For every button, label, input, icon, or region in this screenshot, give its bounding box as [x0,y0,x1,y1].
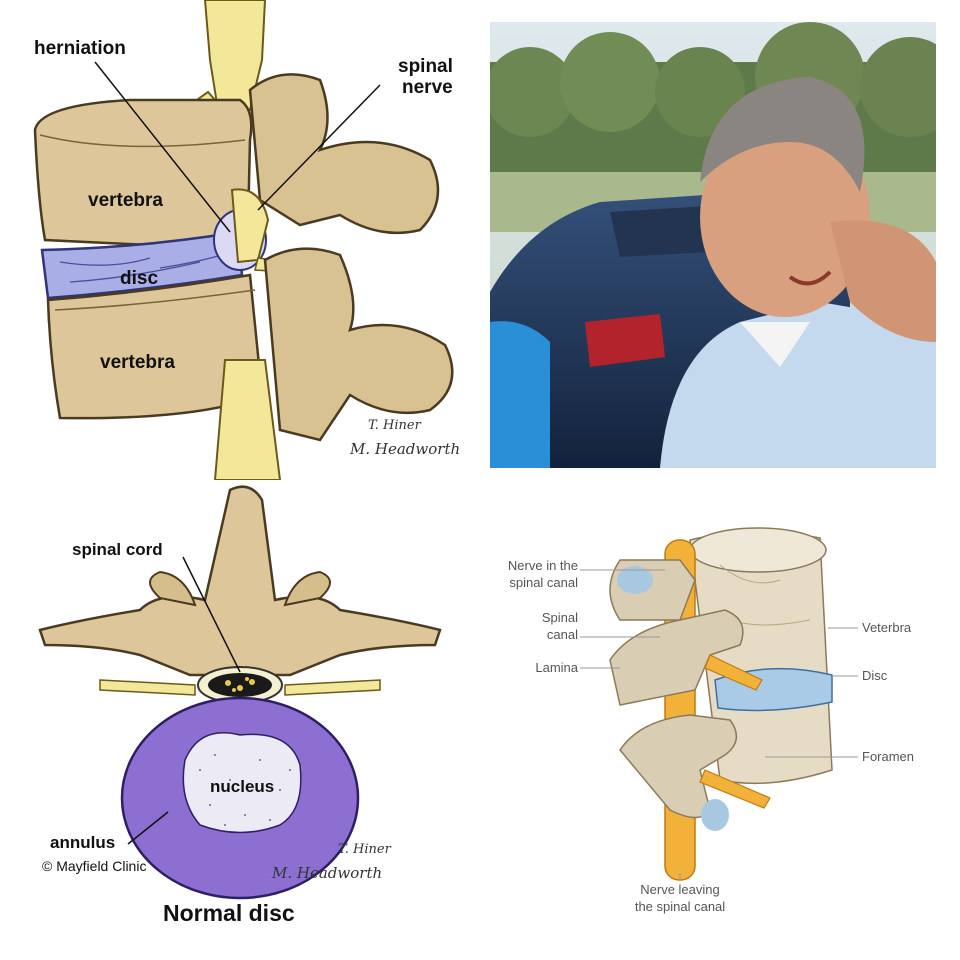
veterbra-label: Veterbra [862,620,912,635]
artist-signature-2: M. Headworth [350,440,461,458]
herniation-illustration: herniation spinal nerve vertebra disc ve… [0,0,480,480]
normal-disc-illustration: spinal cord nucleus annulus © Mayfield C… [0,480,480,960]
spinal-cord-label: spinal cord [72,540,163,559]
exiting-nerve-upper [704,654,763,691]
normal-disc-caption: Normal disc [163,900,295,926]
man-hair [700,77,865,192]
herniation-leader [94,61,231,233]
artist-signature-1: T. Hiner [368,418,421,433]
spinal-cord-bottom [213,359,282,480]
neck-pain-photo [490,22,936,468]
disc-label: disc [120,268,159,289]
spinal-cord-top [203,0,267,111]
spine-anatomy-drawing [580,527,858,881]
spinal-nerve-label-2: nerve [402,77,453,98]
copyright-notice: © Mayfield Clinic [42,858,147,874]
vertebra-top-label: vertebra [88,190,163,211]
nerve-leaving-label-1: Nerve leaving [640,882,720,897]
blue-car [490,321,550,468]
nucleus [182,732,302,834]
nerve-in-canal-label-2: spinal canal [509,575,578,590]
nerve-in-canal-label-1: Nerve in the [507,558,578,573]
spinal-nerve [230,188,270,264]
photo-illustration [490,22,936,468]
facet-joint-upper [617,566,653,594]
upper-process [248,73,440,235]
lamina [609,609,744,706]
spinal-nerve-label-1: spinal [398,56,453,77]
vertebra-bottom-label: vertebra [100,352,175,373]
spinal-canal-label-1: Spinal [541,610,578,625]
foramen-label: Foramen [862,749,915,764]
shirt-collar [740,322,810,367]
hand-on-neck [830,220,936,342]
annulus-label: annulus [50,833,116,852]
spine-side-view-drawing [33,0,454,480]
lower-vertebra [46,273,264,420]
lamina-label: Lamina [535,660,578,675]
nerve-root-right [284,679,381,696]
spinal-cord-leader [182,556,241,673]
disc-top-view-drawing [38,485,442,900]
man-face [700,117,870,317]
disc-label: Disc [862,668,888,683]
exiting-nerve-lower [699,769,771,809]
herniation-label: herniation [34,38,126,59]
nerve-root-left [99,679,196,696]
tail-light [585,314,665,367]
spine-anatomy-illustration: Nerve in the spinal canal Spinal canal L… [480,480,960,960]
facet-joint-lower [701,799,729,831]
artist-signature-1: T. Hiner [338,842,391,857]
nucleus-label: nucleus [210,777,275,796]
vertebral-arch [38,485,442,677]
nerve-leader [257,84,381,211]
nerve-leaving-label-2: the spinal canal [634,899,726,914]
lower-process [263,247,454,442]
spinal-canal-label-2: canal [546,627,578,642]
artist-signature-2: M. Headworth [272,864,383,882]
annulus-leader [127,811,169,845]
man-sweater [660,302,936,468]
